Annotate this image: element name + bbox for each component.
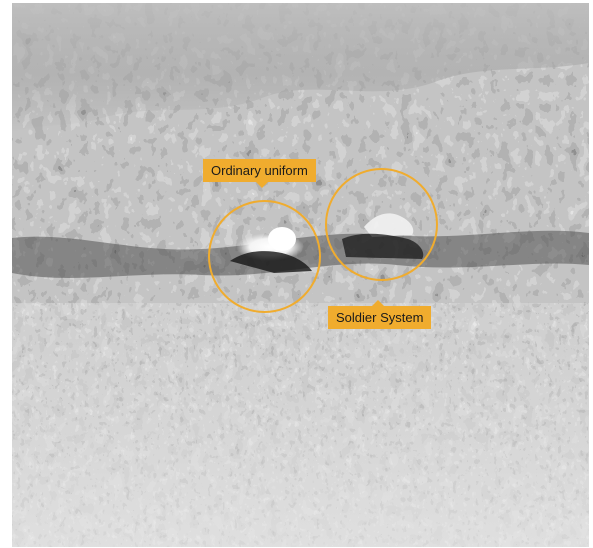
upper-slope-haze [12,3,589,133]
callout-tail-down [256,182,268,188]
soldier-system-label: Soldier System [328,300,432,329]
ordinary-uniform-label: Ordinary uniform [203,159,316,188]
ordinary-uniform-text: Ordinary uniform [211,163,308,178]
thermal-image: Ordinary uniform Soldier System [12,3,589,547]
ordinary-uniform-ring [208,200,321,313]
foreground-haze [12,333,589,547]
soldier-system-text: Soldier System [336,310,424,325]
soldier-system-ring [325,168,438,281]
callout-tail-up [372,300,384,306]
